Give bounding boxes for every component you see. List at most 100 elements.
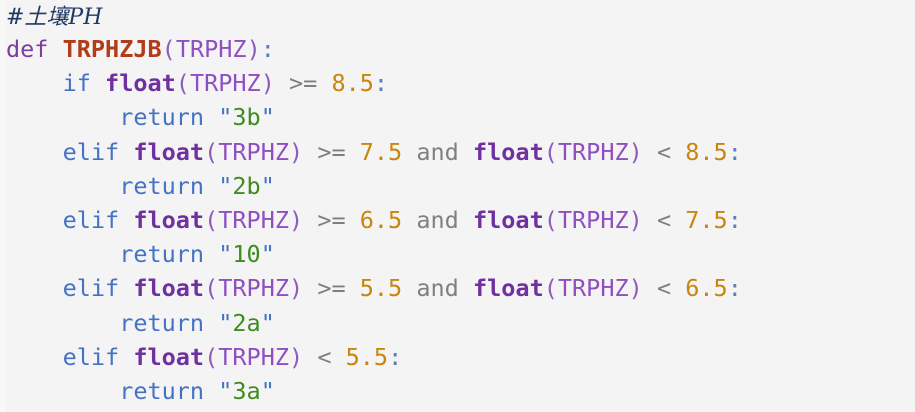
token-plain [459,274,473,302]
token-colon: : [373,69,389,98]
token-plain [459,138,473,166]
token-builtin: float [133,274,205,303]
token-op: < [656,137,672,166]
token-kw-flow: elif [62,342,120,371]
token-quote: " [260,171,275,200]
code-indent [6,240,119,268]
code-line[interactable]: return "2a" [6,306,915,340]
token-builtin: float [472,137,544,166]
token-op: >= [317,137,346,166]
token-kw-and: and [416,137,459,166]
code-indent [6,103,119,131]
token-plain [204,377,218,405]
code-line[interactable]: elif float(TRPHZ) >= 7.5 and float(TRPHZ… [6,135,915,169]
code-line[interactable]: return "3b" [6,100,915,134]
token-paren: ( [204,205,219,234]
code-line[interactable]: return "3a" [6,374,915,408]
code-line[interactable]: elif float(TRPHZ) >= 6.5 and float(TRPHZ… [6,203,915,237]
token-plain [204,172,218,200]
token-ident: TRPHZ [175,35,247,63]
token-quote: " [218,103,233,132]
code-line[interactable]: elif float(TRPHZ) < 5.5: [6,340,915,374]
token-plain [303,206,317,234]
token-paren: ( [204,137,219,166]
token-builtin: float [105,69,176,98]
token-paren: ( [543,274,558,303]
code-indent [6,138,63,166]
token-plain [204,103,218,131]
token-plain [331,343,345,371]
token-plain [119,206,133,234]
token-plain [204,309,218,337]
token-plain [303,138,317,166]
code-indent [6,206,63,234]
code-line[interactable]: return "10" [6,237,915,271]
token-paren: ) [260,69,275,98]
token-quote: " [260,376,275,405]
token-builtin: float [472,205,544,234]
token-paren: ) [289,342,304,371]
token-num: 7.5 [685,205,728,234]
token-paren: ) [628,137,643,166]
token-num: 5.5 [359,274,403,303]
token-ident: TRPHZ [218,274,289,303]
token-ident: TRPHZ [557,137,629,166]
token-quote: " [218,308,233,337]
token-plain [346,138,360,166]
code-line[interactable]: #土壤PH [6,0,915,32]
code-line[interactable]: elif float(TRPHZ) >= 5.5 and float(TRPHZ… [6,271,915,305]
token-paren: ( [543,205,558,234]
token-ident: TRPHZ [218,342,289,371]
token-paren: ( [175,69,190,98]
token-ident: TRPHZ [557,274,629,303]
token-kw-and: and [416,274,459,303]
token-op: >= [289,69,318,98]
token-plain [346,274,360,302]
token-num: 6.5 [359,205,403,234]
token-plain [119,343,133,371]
token-str: 2b [232,171,261,200]
token-quote: " [218,376,233,405]
token-paren: ) [246,35,261,63]
token-plain [119,138,133,166]
token-str: 3b [232,103,261,132]
token-plain [91,69,105,97]
code-indent [6,377,119,405]
token-paren: ) [628,205,643,234]
token-kw-flow: return [119,171,205,200]
token-quote: " [218,171,233,200]
token-plain [48,35,62,63]
token-plain [204,240,218,268]
token-comment: #土壤PH [6,5,103,30]
token-paren: ) [289,205,304,234]
code-line[interactable]: def TRPHZJB(TRPHZ): [6,32,915,66]
token-kw-flow: elif [62,274,120,303]
token-plain [402,206,416,234]
token-kw-flow: return [119,376,205,405]
code-indent [6,274,63,302]
token-plain [671,274,685,302]
token-ident: TRPHZ [218,205,289,234]
token-paren: ( [161,35,176,63]
token-num: 8.5 [685,137,728,166]
token-builtin: float [133,137,205,166]
code-line[interactable]: return "2b" [6,169,915,203]
code-indent [6,172,119,200]
token-plain [671,206,685,234]
token-paren: ) [289,274,304,303]
token-colon: : [727,274,742,303]
token-builtin: float [472,274,544,303]
token-kw-flow: return [119,308,205,337]
token-colon: : [260,35,275,63]
token-plain [643,138,657,166]
code-indent [6,309,119,337]
token-plain [643,274,657,302]
token-ident: TRPHZ [557,205,629,234]
code-line[interactable]: if float(TRPHZ) >= 8.5: [6,66,915,100]
token-op: < [656,205,672,234]
token-kw-def: def [6,35,49,63]
code-indent [6,69,63,97]
token-plain [402,274,416,302]
